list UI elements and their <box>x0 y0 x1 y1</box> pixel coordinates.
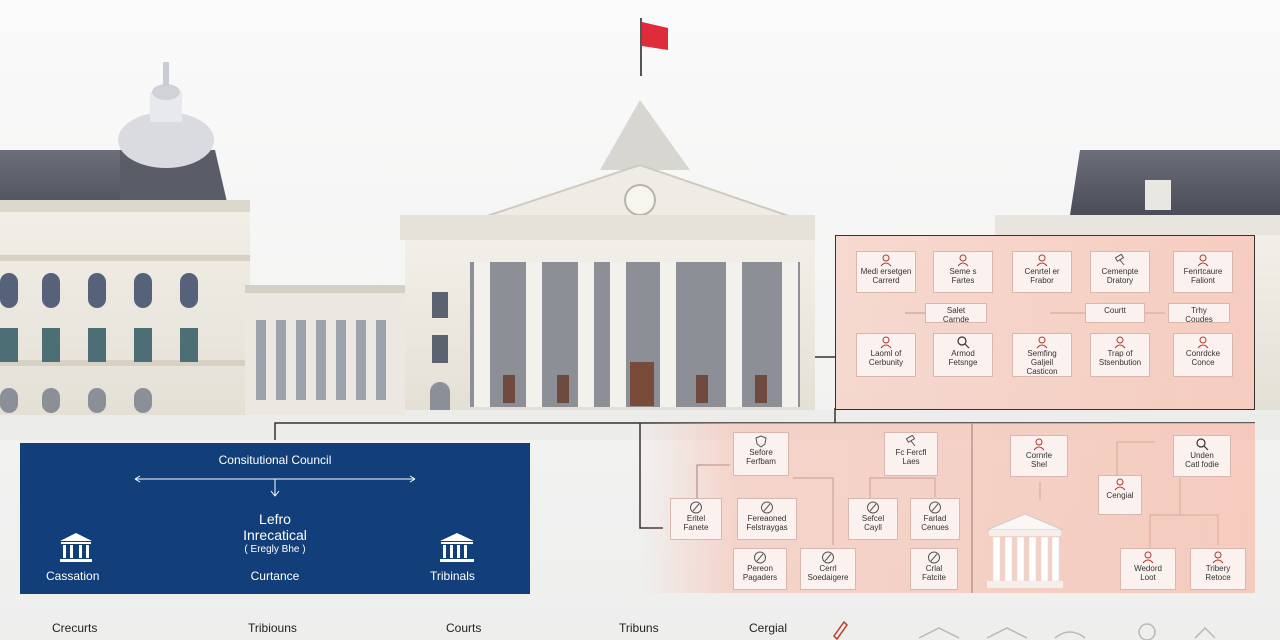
bottom-label: Tribiouns <box>248 621 297 635</box>
center-line-3: ( Eregly Bhe ) <box>244 544 306 555</box>
top-card: Fenrtcaure Faliont <box>1173 251 1233 293</box>
center-bottom-label: Curtance <box>250 569 300 583</box>
bottom-card-label: Farlad Cenues <box>921 514 949 532</box>
person-icon <box>1099 478 1141 491</box>
person-icon <box>857 254 915 267</box>
gavel-icon <box>885 435 937 448</box>
bottom-card-label: Cengial <box>1106 491 1134 500</box>
bottom-card: Tribery Retoce <box>1190 548 1246 590</box>
top-mid-card: Trhy Coudes <box>1168 303 1230 324</box>
top-mid-card: Salet Carnde <box>925 303 987 324</box>
bottom-card: Pereon Pagaders <box>733 548 787 590</box>
bottom-card: Cengial <box>1098 475 1142 515</box>
flag-icon <box>642 22 668 50</box>
person-icon <box>1011 438 1067 451</box>
bottom-card-label: Cerrl Soedaigere <box>807 564 849 582</box>
bottom-card-label: Fc Fercfl Laes <box>895 448 927 466</box>
bottom-card-label: Tribery Retoce <box>1205 564 1231 582</box>
bottom-card: Fereaoned Felstraygas <box>737 498 797 540</box>
top-mid-card: Courtt <box>1085 303 1145 323</box>
bottom-label: Cergial <box>749 621 788 635</box>
bottom-card-label: Crlal Fatcite <box>921 564 946 582</box>
person-icon <box>857 336 915 349</box>
gavel-icon <box>1091 254 1149 267</box>
person-icon <box>1191 551 1245 564</box>
top-card-label: Laoml of Cerbunity <box>868 349 904 367</box>
top-card-label: Fenrtcaure Faliont <box>1183 267 1223 285</box>
pen-icon <box>911 551 957 564</box>
pen-icon <box>849 501 897 514</box>
top-card: Laoml of Cerbunity <box>856 333 916 377</box>
top-card: Trap of Stsenbution <box>1090 333 1150 377</box>
top-card: Armod Fetsnge <box>933 333 993 377</box>
bottom-card-label: Sefore Ferfbam <box>746 448 776 466</box>
bottom-icon-strip <box>918 623 1216 640</box>
courthouse-icon <box>440 533 474 562</box>
person-icon <box>1174 254 1232 267</box>
center-line-2: Inrecatical <box>243 527 307 543</box>
courthouse-icon <box>60 533 92 562</box>
top-card-label: Cenrtel er Frabor <box>1024 267 1060 285</box>
person-icon <box>1013 336 1071 349</box>
courthouse-illustration <box>986 513 1064 588</box>
person-icon <box>1174 336 1232 349</box>
bottom-card: Cerrl Soedaigere <box>800 548 856 590</box>
bottom-card: Eritel Fanete <box>670 498 722 540</box>
pen-icon <box>833 620 848 640</box>
bottom-label: Courts <box>446 621 482 635</box>
bottom-card-label: Wedord Loot <box>1134 564 1162 582</box>
bottom-card-label: Eritel Fanete <box>683 514 709 532</box>
bottom-card: Wedord Loot <box>1120 548 1176 590</box>
pen-icon <box>911 501 959 514</box>
top-card-label: Armod Fetsnge <box>948 349 978 367</box>
top-card: Seme s Fartes <box>933 251 993 293</box>
central-building <box>400 18 816 410</box>
person-icon <box>1013 254 1071 267</box>
top-card: Semfing Galjeil Casticon <box>1012 333 1072 377</box>
bottom-card: Farlad Cenues <box>910 498 960 540</box>
person-icon <box>1121 551 1175 564</box>
top-card-label: Trap of Stsenbution <box>1098 349 1142 367</box>
center-line-1: Lefro <box>259 511 291 527</box>
top-card: Conrdcke Conce <box>1173 333 1233 377</box>
bottom-card: Fc Fercfl Laes <box>884 432 938 476</box>
bottom-label: Tribuns <box>619 621 659 635</box>
pen-icon <box>734 551 786 564</box>
top-card-label: Seme s Fartes <box>949 267 977 285</box>
constitutional-council-panel: Consitutional Council Lefro Inrecatical … <box>20 443 530 594</box>
person-icon <box>934 254 992 267</box>
person-icon <box>1091 336 1149 349</box>
bottom-label: Crecurts <box>52 621 98 635</box>
bottom-card: Sefcel Cayll <box>848 498 898 540</box>
top-card-label: Cemenpte Dratory <box>1101 267 1139 285</box>
bottom-card-label: Unden Catl fodie <box>1185 451 1219 469</box>
top-card-label: Conrdcke Conce <box>1185 349 1221 367</box>
top-card: Medi ersetgen Carrerd <box>856 251 916 293</box>
search-icon <box>934 336 992 349</box>
top-card: Cenrtel er Frabor <box>1012 251 1072 293</box>
right-building <box>995 150 1280 410</box>
top-card-label: Semfing Galjeil Casticon <box>1026 349 1058 376</box>
search-icon <box>1174 438 1230 451</box>
bottom-card: Sefore Ferfbam <box>733 432 789 476</box>
bottom-card-label: Cornrle Shel <box>1025 451 1053 469</box>
panel-title: Consitutional Council <box>218 453 332 467</box>
bottom-card: Unden Catl fodie <box>1173 435 1231 477</box>
cassation-label: Cassation <box>46 569 100 583</box>
tribinals-label: Tribinals <box>430 569 475 583</box>
pen-icon <box>671 501 721 514</box>
shield-icon <box>734 435 788 448</box>
bottom-card-label: Sefcel Cayll <box>861 514 885 532</box>
panel-arrows <box>134 475 416 497</box>
top-card: Cemenpte Dratory <box>1090 251 1150 293</box>
bottom-card: Cornrle Shel <box>1010 435 1068 477</box>
bottom-card-label: Fereaoned Felstraygas <box>746 514 788 532</box>
bottom-card: Crlal Fatcite <box>910 548 958 590</box>
pen-icon <box>801 551 855 564</box>
bottom-card-label: Pereon Pagaders <box>742 564 778 582</box>
left-building <box>0 62 405 415</box>
pen-icon <box>738 501 796 514</box>
top-card-label: Medi ersetgen Carrerd <box>860 267 912 285</box>
